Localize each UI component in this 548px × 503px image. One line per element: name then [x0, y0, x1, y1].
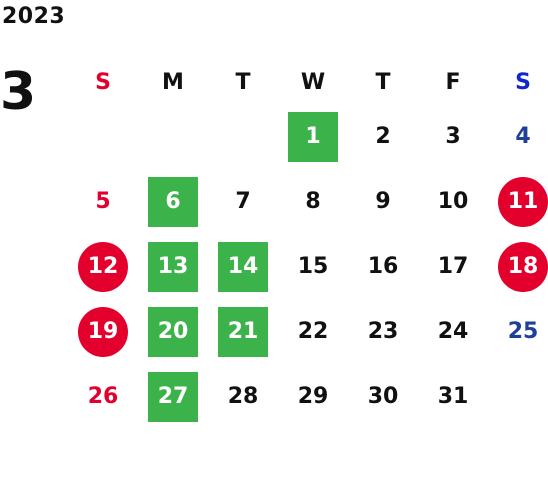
day-cell[interactable]: 21 — [208, 299, 278, 364]
day-cell[interactable]: 9 — [348, 169, 418, 234]
marked-day-square: 20 — [148, 306, 198, 357]
marked-day-square: 13 — [148, 241, 198, 292]
day-number: 22 — [297, 319, 329, 344]
calendar-week-row: 12 13 14 15 16 17 18 — [68, 234, 548, 299]
day-cell[interactable]: 19 — [68, 299, 138, 364]
day-number: 29 — [297, 384, 329, 409]
day-number: 5 — [95, 189, 111, 214]
day-cell[interactable]: 18 — [488, 234, 548, 299]
day-cell[interactable]: 7 — [208, 169, 278, 234]
calendar-week-row: 5 6 7 8 9 10 11 — [68, 169, 548, 234]
day-cell[interactable]: 3 — [418, 104, 488, 169]
day-number: 17 — [437, 254, 469, 279]
day-number: 2 — [375, 124, 391, 149]
day-number: 28 — [227, 384, 259, 409]
holiday-day-circle: 12 — [78, 241, 128, 292]
day-number: 16 — [367, 254, 399, 279]
day-cell[interactable]: 24 — [418, 299, 488, 364]
weekday-header: S M T W T F S — [68, 60, 548, 104]
holiday-day-circle: 11 — [498, 176, 548, 227]
day-cell[interactable]: 4 — [488, 104, 548, 169]
weekday-sunday: S — [95, 69, 111, 95]
day-cell[interactable]: 28 — [208, 364, 278, 429]
day-cell[interactable]: 5 — [68, 169, 138, 234]
day-number: 31 — [437, 384, 469, 409]
weekday-friday: F — [445, 69, 461, 95]
month-number: 3 — [0, 62, 37, 122]
day-cell[interactable]: 29 — [278, 364, 348, 429]
day-cell[interactable]: 23 — [348, 299, 418, 364]
day-number: 15 — [297, 254, 329, 279]
day-cell[interactable]: 6 — [138, 169, 208, 234]
day-number: 23 — [367, 319, 399, 344]
marked-day-square: 1 — [288, 111, 338, 162]
day-cell[interactable]: 20 — [138, 299, 208, 364]
day-number: 9 — [375, 189, 391, 214]
day-cell[interactable]: 30 — [348, 364, 418, 429]
year-label: 2023 — [2, 4, 66, 29]
day-cell[interactable]: 2 — [348, 104, 418, 169]
day-cell[interactable]: 22 — [278, 299, 348, 364]
day-cell[interactable]: 11 — [488, 169, 548, 234]
calendar-week-row: 1 2 3 4 — [68, 104, 548, 169]
day-cell — [138, 104, 208, 169]
day-cell[interactable]: 15 — [278, 234, 348, 299]
day-cell[interactable]: 16 — [348, 234, 418, 299]
day-cell[interactable]: 12 — [68, 234, 138, 299]
day-cell — [68, 104, 138, 169]
day-number: 3 — [445, 124, 461, 149]
day-cell[interactable]: 27 — [138, 364, 208, 429]
day-number: 7 — [235, 189, 251, 214]
day-cell[interactable]: 8 — [278, 169, 348, 234]
marked-day-square: 21 — [218, 306, 268, 357]
day-cell — [208, 104, 278, 169]
weekday-wednesday: W — [300, 69, 326, 95]
day-number: 8 — [305, 189, 321, 214]
day-cell[interactable]: 25 — [488, 299, 548, 364]
day-cell[interactable]: 14 — [208, 234, 278, 299]
day-number: 24 — [437, 319, 469, 344]
day-number: 10 — [437, 189, 469, 214]
day-number: 30 — [367, 384, 399, 409]
weekday-thursday: T — [375, 69, 391, 95]
calendar-week-row: 26 27 28 29 30 31 — [68, 364, 548, 429]
day-number: 25 — [507, 319, 539, 344]
marked-day-square: 27 — [148, 371, 198, 422]
day-cell — [488, 364, 548, 429]
day-cell[interactable]: 1 — [278, 104, 348, 169]
day-number: 26 — [87, 384, 119, 409]
holiday-day-circle: 19 — [78, 306, 128, 357]
weekday-saturday: S — [515, 69, 531, 95]
day-cell[interactable]: 13 — [138, 234, 208, 299]
day-cell[interactable]: 26 — [68, 364, 138, 429]
day-number: 4 — [515, 124, 531, 149]
marked-day-square: 6 — [148, 176, 198, 227]
holiday-day-circle: 18 — [498, 241, 548, 292]
day-cell[interactable]: 17 — [418, 234, 488, 299]
day-cell[interactable]: 31 — [418, 364, 488, 429]
marked-day-square: 14 — [218, 241, 268, 292]
day-cell[interactable]: 10 — [418, 169, 488, 234]
weekday-monday: M — [162, 69, 184, 95]
calendar-week-row: 19 20 21 22 23 24 25 — [68, 299, 548, 364]
weekday-tuesday: T — [235, 69, 251, 95]
